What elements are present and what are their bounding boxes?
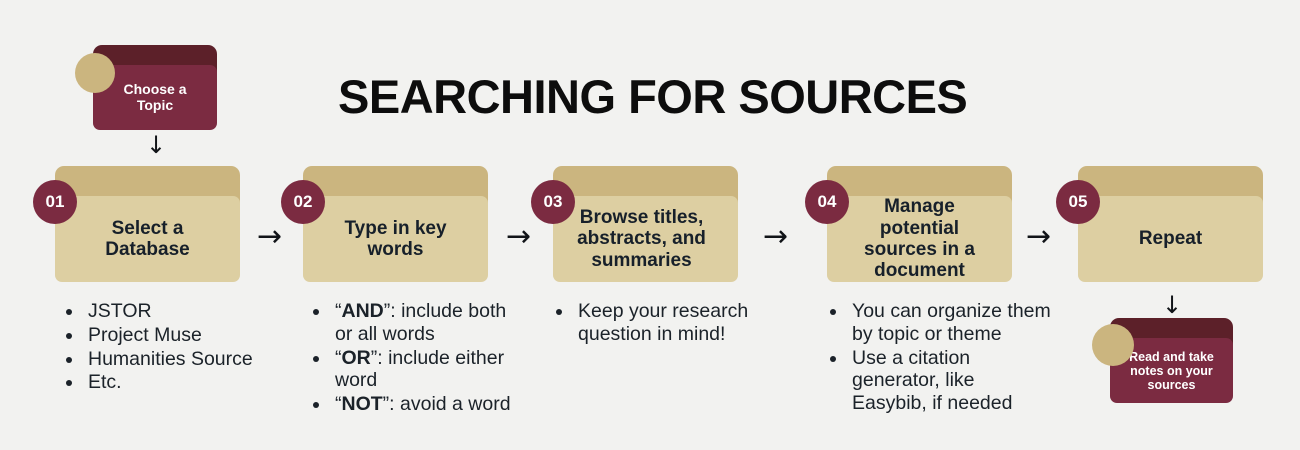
- list-item: JSTOR: [84, 300, 279, 323]
- outro-card-circle-badge: [1092, 324, 1134, 366]
- intro-card-choose-a-topic: Choose a Topic: [75, 45, 217, 130]
- step-card-03-line-2: abstracts, and: [577, 228, 706, 250]
- card-front: Browse titles, abstracts, and summaries: [553, 196, 738, 282]
- step-04-bullet-list: You can organize them by topic or theme …: [822, 300, 1053, 416]
- step-card-02-label: Type in key words: [344, 218, 446, 261]
- step-card-02-line-2: words: [367, 239, 424, 260]
- step-01-bullet-list: JSTOR Project Muse Humanities Source Etc…: [58, 300, 279, 395]
- step-card-01-line-1: Select a: [111, 217, 184, 239]
- list-item: “NOT”: avoid a word: [331, 393, 516, 416]
- arrow-step-3-to-4: →: [763, 219, 789, 254]
- outro-card-read-and-take-notes: Read and take notes on your sources: [1092, 318, 1233, 403]
- bullet-strong-and: AND: [341, 300, 384, 322]
- step-card-01-line-2: Database: [105, 239, 190, 260]
- step-number-badge-05: 05: [1056, 180, 1100, 224]
- step-card-04: Manage potential sources in a document 0…: [805, 166, 1012, 282]
- arrow-step-2-to-3: →: [506, 219, 532, 254]
- arrow-down-outro: ↓: [1162, 291, 1183, 319]
- card-front: Select a Database: [55, 196, 240, 282]
- bullet-strong-not: NOT: [341, 393, 383, 416]
- list-item: Etc.: [84, 371, 279, 394]
- step-card-04-label: Manage potential sources in a document: [864, 196, 975, 281]
- intro-card-circle-badge: [75, 53, 115, 93]
- step-card-04-line-2: potential: [879, 217, 960, 239]
- step-card-05-line-1: Repeat: [1138, 228, 1203, 250]
- step-card-04-line-1: Manage: [884, 196, 955, 218]
- step-card-05: Repeat 05: [1056, 166, 1263, 282]
- step-card-04-line-3: sources in a: [864, 239, 975, 260]
- list-item: “AND”: include both or all words: [331, 300, 516, 346]
- arrow-down-intro: ↓: [146, 131, 167, 159]
- step-number-badge-03: 03: [531, 180, 575, 224]
- intro-card-line-1: Choose a: [123, 80, 187, 97]
- step-card-05-label: Repeat: [1139, 228, 1202, 249]
- outro-card-label: Read and take notes on your sources: [1129, 350, 1214, 392]
- step-card-03: Browse titles, abstracts, and summaries …: [531, 166, 738, 282]
- step-card-04-line-4: document: [874, 260, 965, 282]
- step-number-badge-01: 01: [33, 180, 77, 224]
- step-number-badge-04: 04: [805, 180, 849, 224]
- arrow-step-4-to-5: →: [1026, 219, 1052, 254]
- list-item: Project Muse: [84, 324, 279, 347]
- bullet-strong-or: OR: [341, 346, 371, 369]
- step-03-bullet-list: Keep your research question in mind!: [548, 300, 789, 347]
- card-front: Type in key words: [303, 196, 488, 282]
- list-item: “OR”: include either word: [331, 347, 516, 393]
- arrow-step-1-to-2: →: [257, 219, 283, 254]
- outro-card-line-3: sources: [1147, 377, 1196, 392]
- page-title: SEARCHING FOR SOURCES: [338, 70, 968, 123]
- card-front: Manage potential sources in a document: [827, 196, 1012, 282]
- step-card-03-label: Browse titles, abstracts, and summaries: [545, 207, 738, 271]
- step-card-03-line-1: Browse titles,: [579, 207, 704, 229]
- step-02-bullet-list: “AND”: include both or all words “OR”: i…: [305, 300, 516, 417]
- step-number-badge-02: 02: [281, 180, 325, 224]
- step-card-02-line-1: Type in key: [344, 217, 447, 239]
- outro-card-line-1: Read and take: [1129, 349, 1214, 364]
- outro-card-line-2: notes on your: [1130, 363, 1213, 378]
- intro-card-label: Choose a Topic: [123, 80, 187, 113]
- list-item: Use a citation generator, like Easybib, …: [848, 347, 1053, 415]
- list-item: Humanities Source: [84, 348, 279, 371]
- list-item: Keep your research question in mind!: [574, 300, 789, 346]
- step-card-03-line-3: summaries: [591, 249, 692, 271]
- step-card-02: Type in key words 02: [281, 166, 488, 282]
- list-item: You can organize them by topic or theme: [848, 300, 1053, 346]
- step-card-01-label: Select a Database: [105, 218, 190, 261]
- card-front: Repeat: [1078, 196, 1263, 282]
- step-card-01: Select a Database 01: [33, 166, 240, 282]
- intro-card-line-2: Topic: [136, 96, 174, 113]
